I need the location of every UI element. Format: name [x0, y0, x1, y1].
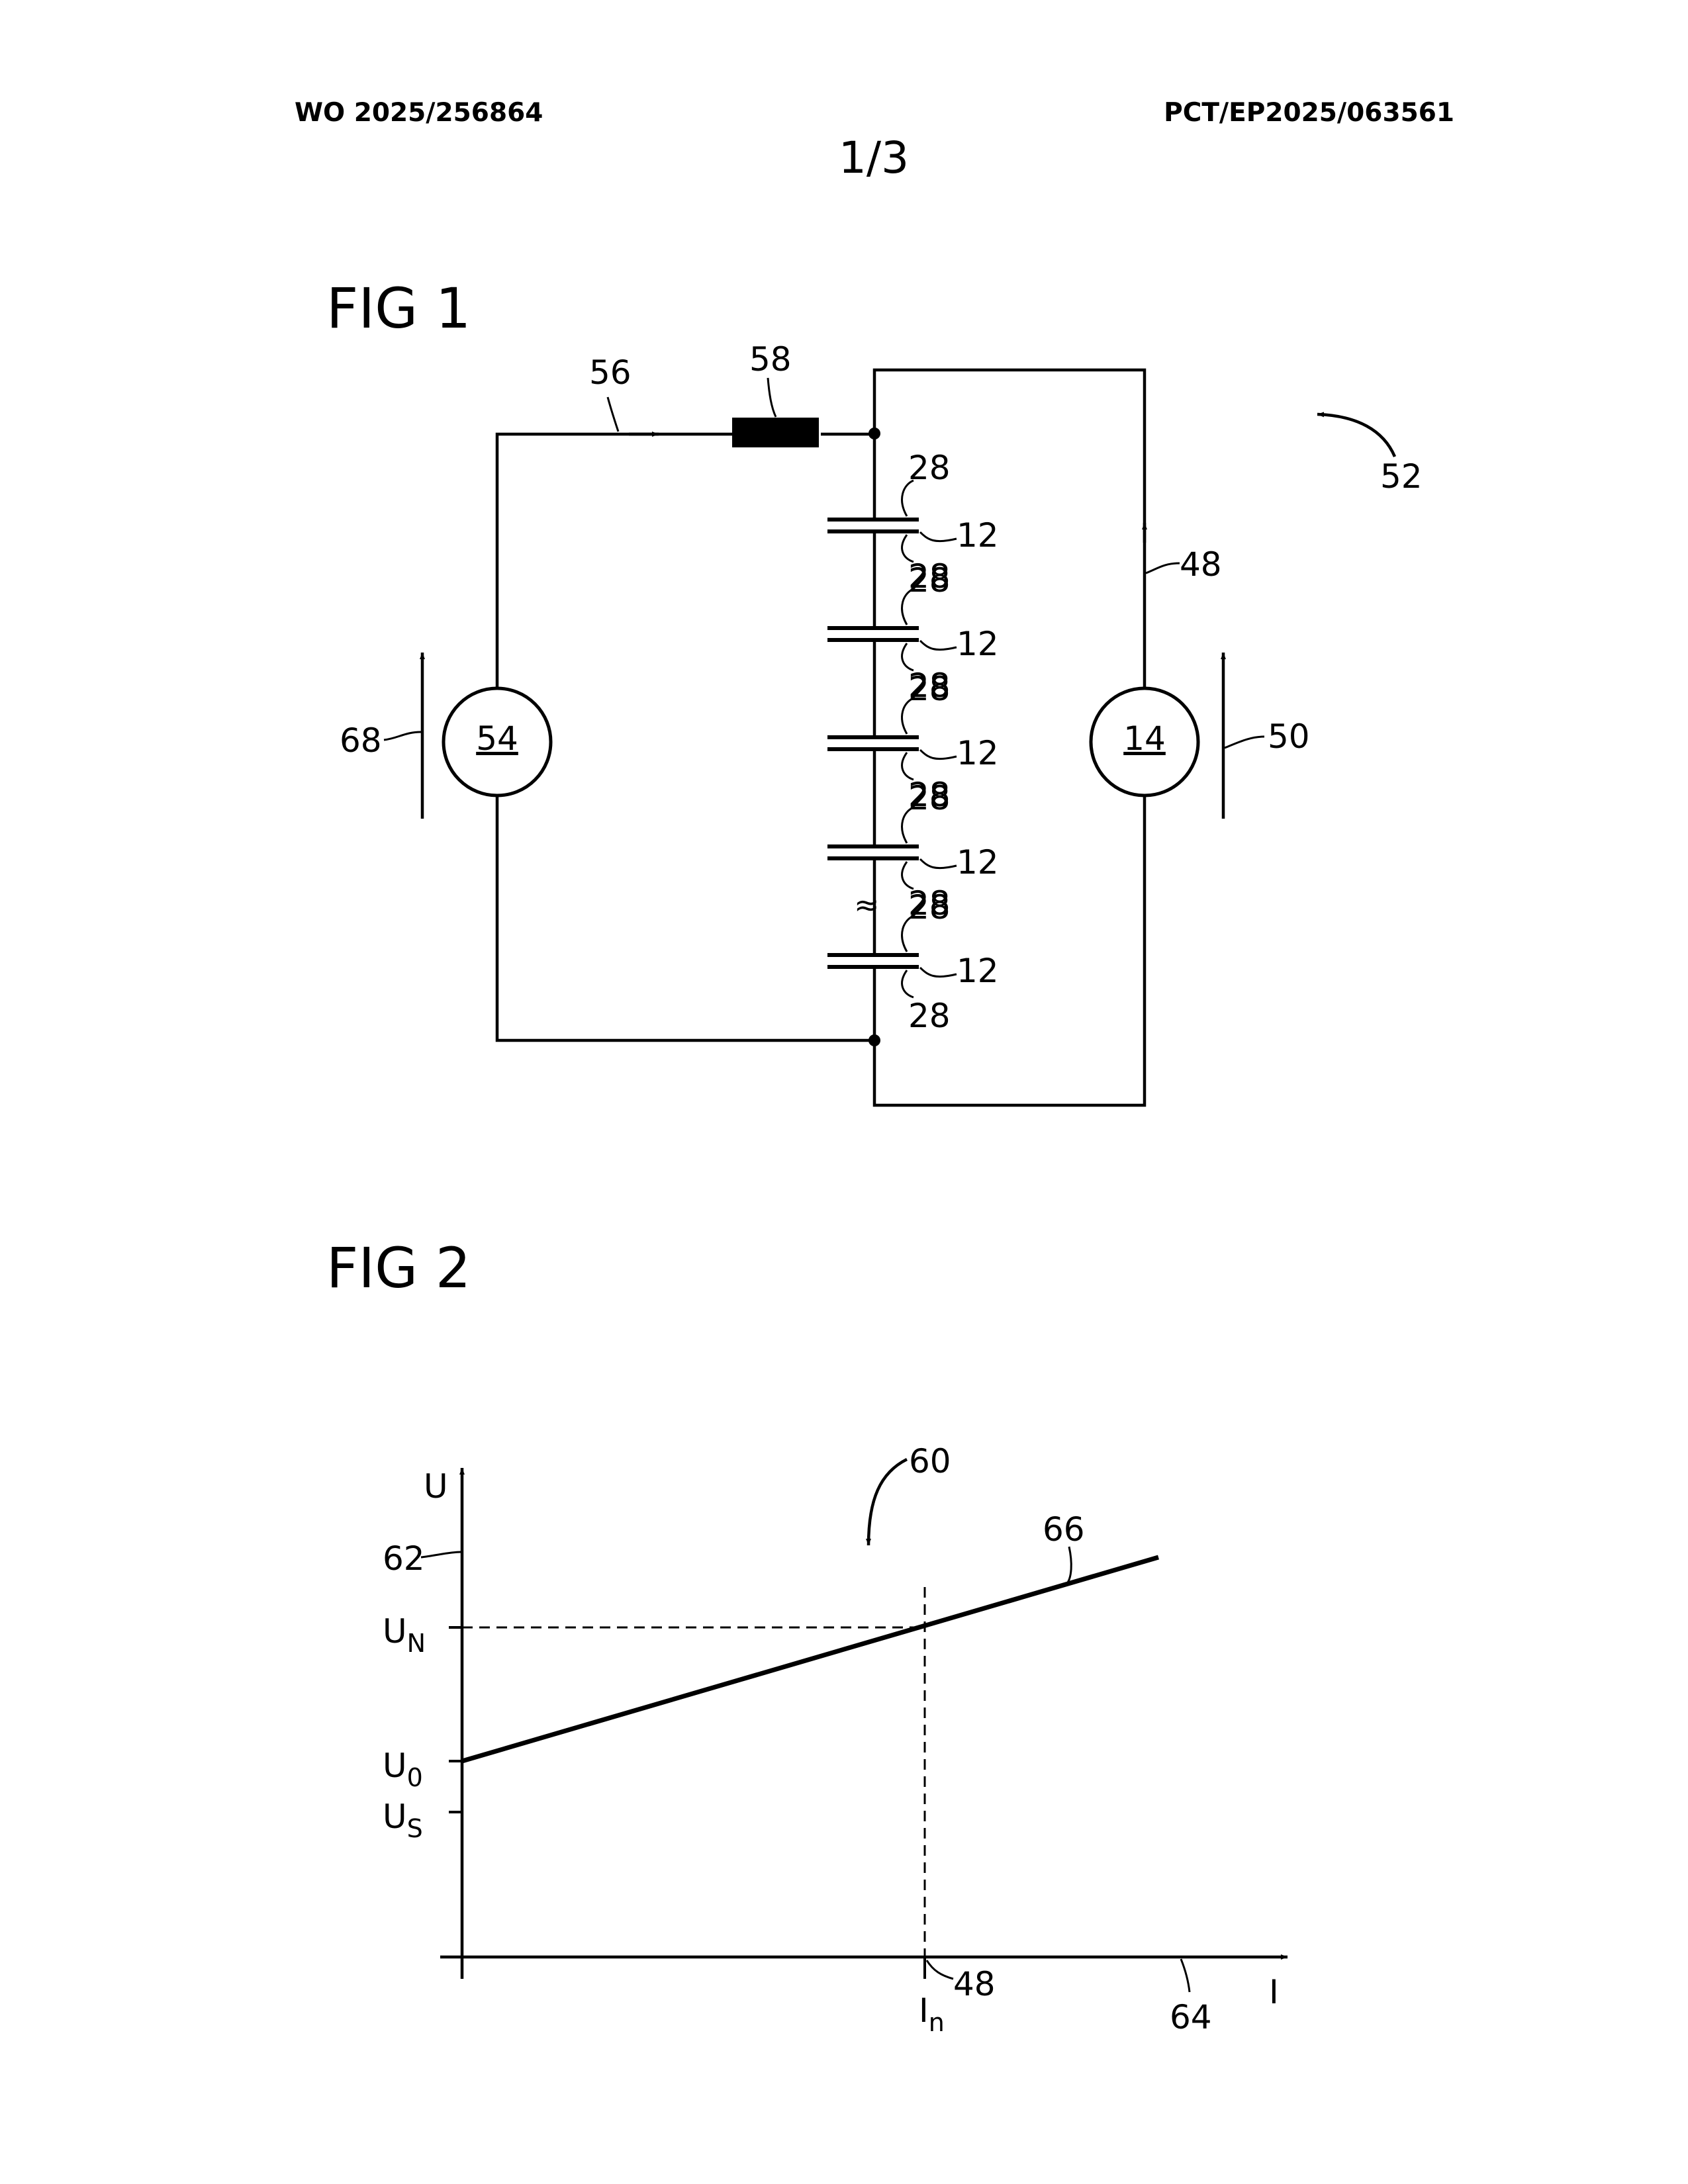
- ref-50: 50: [1268, 717, 1310, 756]
- leader-side: [920, 532, 957, 541]
- ref-58: 58: [749, 340, 792, 379]
- cell-ref-top: 28: [908, 666, 951, 705]
- cell-ref-top: 28: [908, 776, 951, 814]
- ref-68: 68: [340, 721, 382, 760]
- cell-ref-side: 12: [957, 734, 999, 772]
- cell-ref-top: 28: [908, 449, 951, 487]
- leader-62: [421, 1552, 461, 1557]
- junction-dot-bottom: [868, 1034, 880, 1046]
- tick-label-u0: U0: [383, 1747, 423, 1792]
- junction-dot-top: [868, 428, 880, 439]
- fig2: FIG 2 U I 62 64 UN U0 US In 48 66 60: [326, 1236, 1288, 2037]
- tick-label-us: US: [383, 1797, 423, 1843]
- ref-48-fig2: 48: [953, 1965, 996, 2003]
- ref-62: 62: [383, 1539, 425, 1578]
- fig2-title: FIG 2: [326, 1236, 471, 1300]
- source-54-label: 54: [476, 719, 518, 758]
- leader-side: [920, 750, 957, 759]
- leader-bottom: [902, 970, 914, 997]
- ref-48: 48: [1180, 545, 1222, 584]
- tick-label-un: UN: [383, 1612, 426, 1658]
- leader-side: [920, 641, 957, 650]
- cell-ref-top: 28: [908, 557, 951, 596]
- ref-64: 64: [1170, 1998, 1212, 2036]
- source-14-label: 14: [1123, 719, 1166, 758]
- leader-64: [1181, 1959, 1190, 1992]
- leader-side: [920, 859, 957, 868]
- ref-52: 52: [1380, 457, 1423, 496]
- cell-ref-top: 28: [908, 884, 951, 923]
- tick-label-in: In: [919, 1991, 945, 2037]
- cell-ref-side: 12: [957, 516, 999, 555]
- cell-ref-bottom: 28: [908, 997, 951, 1035]
- leader-48: [1146, 563, 1180, 573]
- leader-48-fig2: [927, 1960, 953, 1979]
- cell-ref-side: 12: [957, 952, 999, 990]
- leader-68: [384, 732, 421, 740]
- approx-symbol: ≈: [854, 887, 880, 923]
- arrow-52: [1317, 414, 1395, 457]
- fig1-title: FIG 1: [326, 276, 471, 341]
- resistor-58: [732, 418, 819, 447]
- fig1: FIG 1 56 58 54 68 14 50 48: [326, 276, 1423, 1105]
- cell-5: 281228: [827, 884, 999, 1035]
- fig1-left-wire: [497, 434, 874, 1040]
- leader-side: [920, 968, 957, 977]
- ref-60: 60: [909, 1442, 951, 1480]
- y-axis-label: U: [424, 1467, 448, 1506]
- cell-ref-side: 12: [957, 625, 999, 663]
- leader-66: [1066, 1547, 1071, 1585]
- x-axis-label: I: [1269, 1973, 1279, 2011]
- ref-56: 56: [589, 353, 632, 392]
- line-66: [462, 1557, 1158, 1761]
- leader-58: [768, 378, 776, 417]
- arrow-60: [868, 1459, 907, 1545]
- leader-56: [608, 397, 618, 432]
- leader-50: [1225, 737, 1264, 748]
- cell-stack: 281228281228281228281228281228: [827, 449, 999, 1035]
- cell-ref-side: 12: [957, 843, 999, 882]
- ref-66: 66: [1043, 1510, 1085, 1549]
